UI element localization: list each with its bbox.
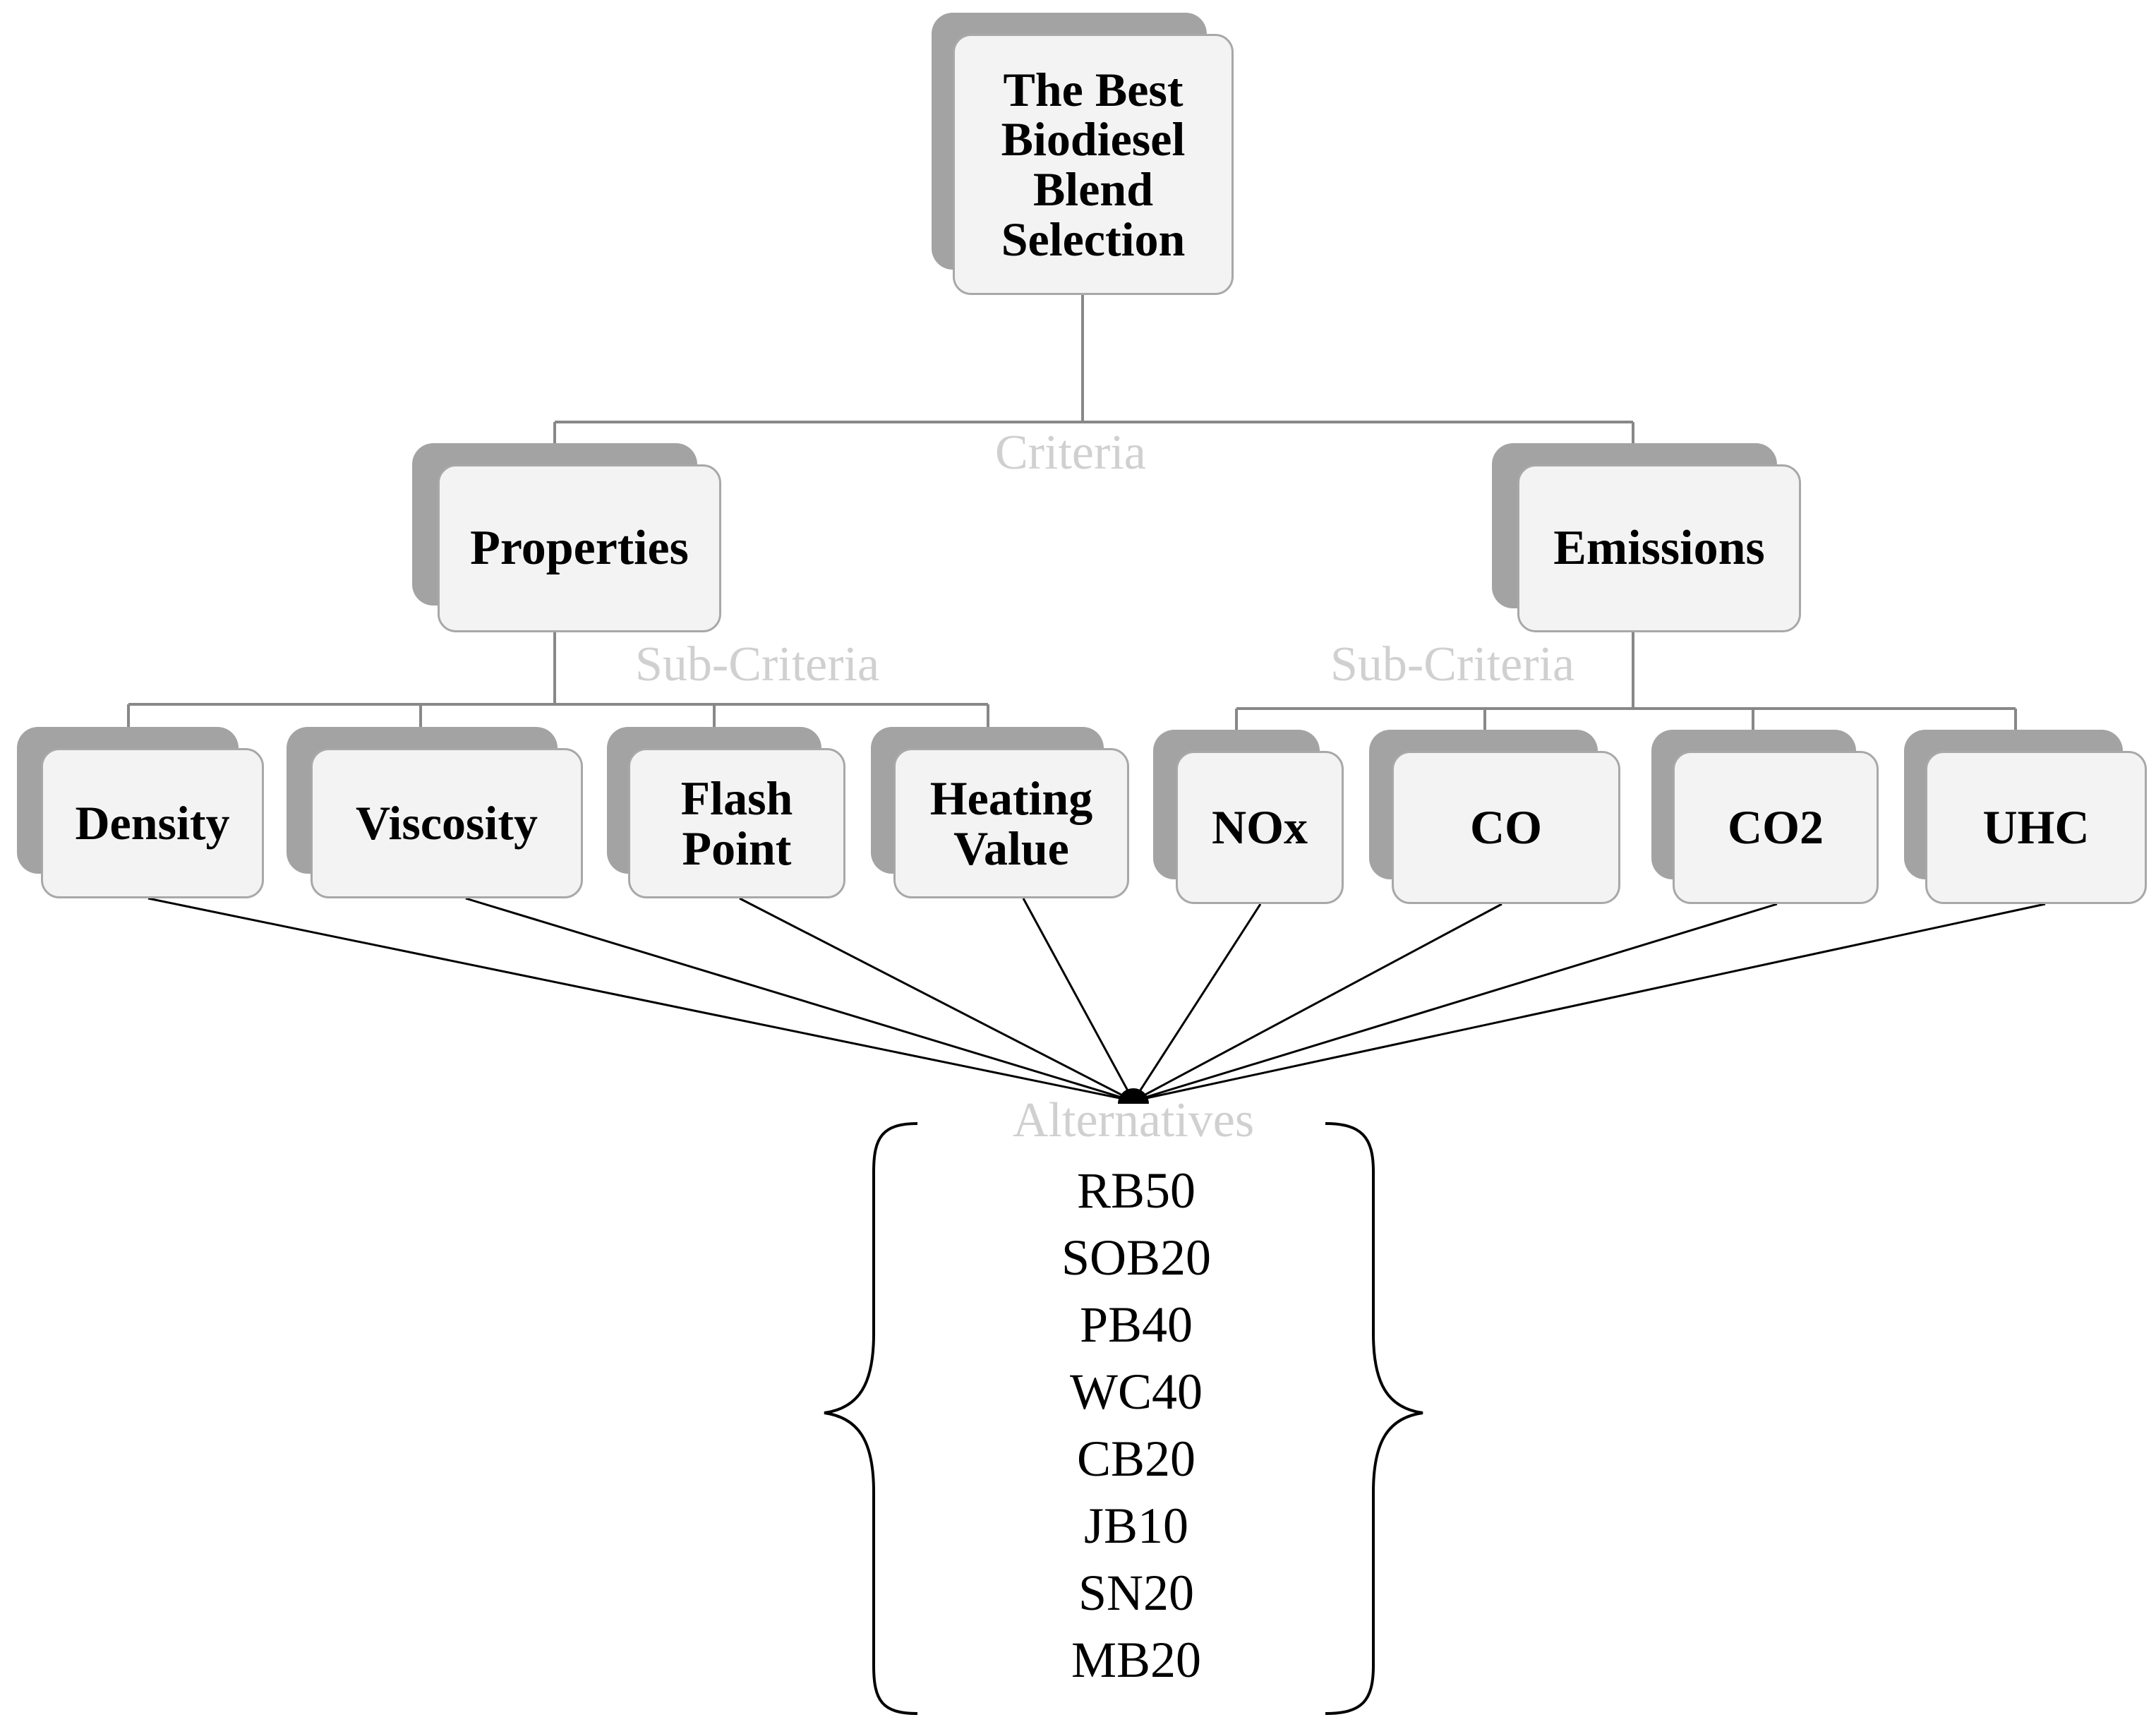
alternative-item: JB10 (1083, 1498, 1189, 1554)
sub-criterion-co2: CO2 (1651, 730, 1879, 904)
sub-criterion-co: CO (1369, 730, 1620, 904)
alternative-item: MB20 (1071, 1632, 1202, 1688)
alternative-edge (1133, 903, 2046, 1102)
sub-criteria-level-label: Sub-Criteria (1330, 637, 1575, 692)
sub-criterion-heating-value: Heating Value (871, 727, 1129, 898)
alternative-item: SN20 (1078, 1565, 1195, 1621)
alternative-edges (147, 897, 2046, 1102)
sub-criterion-label: Flash (680, 771, 793, 825)
alternative-edge (1133, 903, 1778, 1102)
criterion-label: Properties (470, 520, 689, 575)
criterion-emissions: Emissions (1492, 443, 1801, 632)
sub-criteria-level-label: Sub-Criteria (635, 637, 880, 692)
convergence-hub (1118, 1088, 1149, 1104)
alternative-item: WC40 (1070, 1363, 1203, 1420)
left-brace (824, 1122, 918, 1715)
root-node: The Best Biodiesel Blend Selection (932, 13, 1234, 295)
sub-criterion-density: Density (17, 727, 264, 898)
criteria-level-label: Criteria (995, 426, 1146, 480)
sub-criterion-label: Heating (929, 771, 1093, 825)
alternative-edge (465, 897, 1134, 1102)
sub-criterion-label: CO (1470, 800, 1542, 855)
root-line: Blend (1032, 162, 1154, 216)
root-line: The Best (1003, 62, 1184, 116)
sub-criterion-flash-point: Flash Point (607, 727, 845, 898)
root-line: Selection (1001, 212, 1186, 266)
alternative-edge (1132, 903, 1262, 1102)
tree-connectors (127, 295, 2017, 730)
alternative-edge (1133, 903, 1502, 1102)
sub-criterion-nox: NOx (1153, 730, 1344, 904)
sub-criterion-label: CO2 (1728, 800, 1824, 855)
alternative-item: PB40 (1079, 1296, 1193, 1353)
alternative-edge (147, 897, 1134, 1102)
sub-criterion-label: NOx (1212, 800, 1308, 855)
alternative-edge (739, 897, 1134, 1102)
alternatives-level-label: Alternatives (1013, 1093, 1255, 1148)
alternatives-list: RB50 SOB20 PB40 WC40 CB20 JB10 SN20 MB20 (953, 1157, 1320, 1694)
alternative-edge (1022, 898, 1135, 1102)
sub-criterion-uhc: UHC (1904, 730, 2147, 904)
sub-criterion-label: Point (682, 821, 792, 875)
criterion-properties: Properties (412, 443, 721, 632)
right-brace (1325, 1122, 1423, 1715)
sub-criterion-label: UHC (1982, 800, 2090, 855)
alternative-item: RB50 (1076, 1162, 1196, 1219)
alternative-item: CB20 (1076, 1431, 1196, 1487)
sub-criterion-label: Density (75, 796, 230, 850)
alternative-item: SOB20 (1061, 1229, 1212, 1286)
sub-criterion-label: Value (953, 821, 1069, 875)
sub-criterion-label: Viscosity (355, 796, 538, 850)
criterion-label: Emissions (1553, 520, 1765, 575)
root-line: Biodiesel (1001, 112, 1186, 167)
sub-criterion-viscosity: Viscosity (287, 727, 583, 898)
